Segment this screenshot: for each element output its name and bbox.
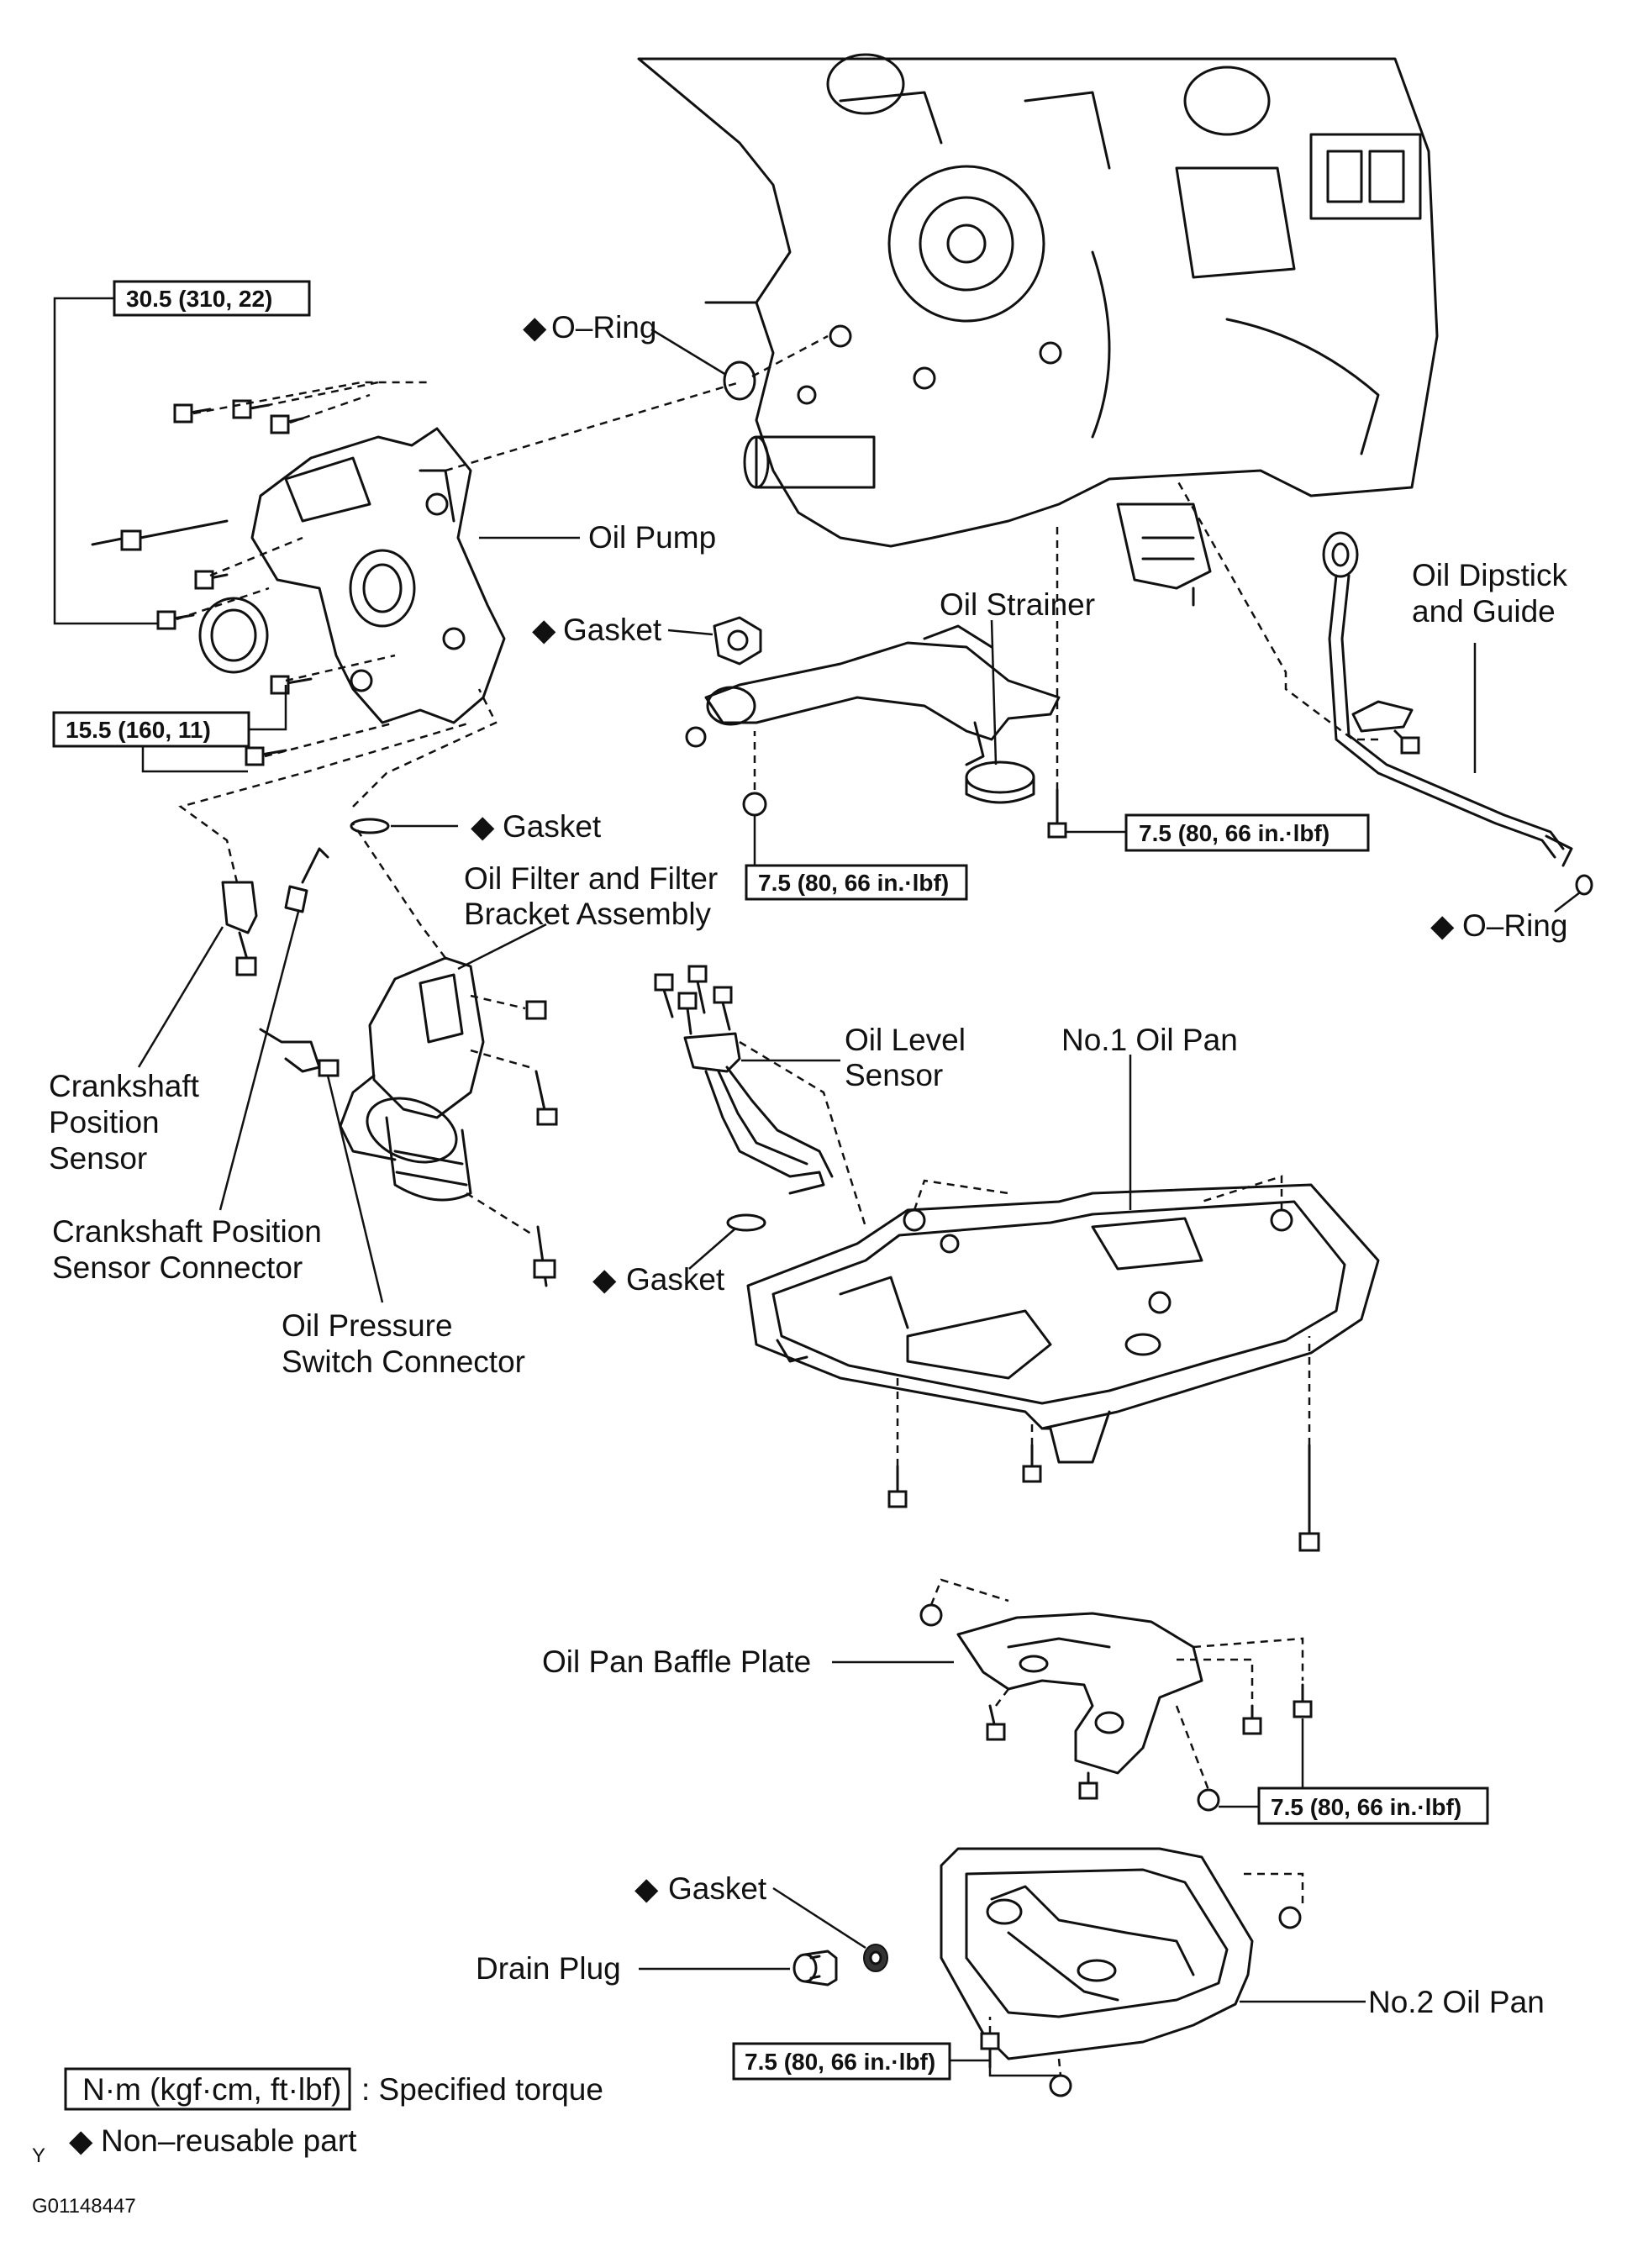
gasket-level-sensor-part xyxy=(726,1213,766,1232)
legend-torque-box xyxy=(64,2067,351,2111)
torque-dipstick: 7.5 (80, 66 in.·lbf) xyxy=(1139,820,1330,846)
oil-pressure-label-1: Oil Pressure xyxy=(282,1308,453,1343)
crankshaft-connector-label-1: Crankshaft Position xyxy=(52,1214,322,1249)
no1-pan-nut xyxy=(903,1208,926,1232)
legend-torque-desc: : Specified torque xyxy=(361,2072,603,2107)
baffle-bolt xyxy=(986,1723,1006,1741)
nonreusable-mark: ◆ xyxy=(592,1262,617,1297)
legend-nonreusable-mark: ◆ xyxy=(69,2123,93,2158)
no2-pan-bolt xyxy=(980,2032,1000,2050)
strainer-nut xyxy=(685,726,707,748)
oil-pressure-label-2: Switch Connector xyxy=(282,1344,525,1379)
oil-dipstick-part xyxy=(1322,531,1573,867)
o-ring-top-part xyxy=(723,360,756,401)
gasket-strainer-part xyxy=(713,616,762,666)
nonreusable-mark: ◆ xyxy=(532,613,556,647)
oil-level-sensor-label-2: Sensor xyxy=(845,1058,943,1092)
gasket-filter-part xyxy=(350,818,390,834)
oil-pump-label: Oil Pump xyxy=(588,520,716,555)
no1-oil-pan-part xyxy=(746,1183,1380,1464)
crankshaft-sensor-part xyxy=(221,881,258,976)
crankshaft-sensor-label-1: Crankshaft xyxy=(49,1069,200,1103)
oil-dipstick-label-2: and Guide xyxy=(1412,594,1556,629)
nonreusable-mark: ◆ xyxy=(1430,908,1455,943)
torque-strainer: 7.5 (80, 66 in.·lbf) xyxy=(758,870,949,896)
no1-pan-bolt xyxy=(887,1490,908,1508)
bracket-stud xyxy=(533,1259,556,1279)
torque-box-dipstick xyxy=(1124,813,1370,852)
no2-pan-nut xyxy=(1049,2074,1072,2097)
torque-no2-pan: 7.5 (80, 66 in.·lbf) xyxy=(745,2049,935,2075)
crankshaft-connector-part xyxy=(284,847,329,913)
footer-mark: Y xyxy=(32,2144,45,2167)
baffle-bolt xyxy=(1078,1781,1098,1800)
gasket-filter-label: Gasket xyxy=(503,809,602,844)
torque-box-pump-lower xyxy=(52,711,250,748)
torque-box-baffle xyxy=(1257,1787,1489,1825)
legend-nonreusable: Non–reusable part xyxy=(101,2123,357,2158)
oil-pump-seal xyxy=(198,597,269,674)
oil-pump-bolts xyxy=(91,399,313,766)
oil-filter-bracket-label-1: Oil Filter and Filter xyxy=(464,861,718,896)
torque-pump-upper: 30.5 (310, 22) xyxy=(126,286,272,312)
no2-oil-pan-label: No.2 Oil Pan xyxy=(1368,1985,1545,2019)
strainer-nut-lower xyxy=(742,792,767,817)
drain-plug-label: Drain Plug xyxy=(476,1951,621,1986)
o-ring-top-label: O–Ring xyxy=(551,310,656,345)
baffle-nut xyxy=(1197,1788,1220,1812)
oil-level-sensor-label-1: Oil Level xyxy=(845,1023,966,1057)
engine-block xyxy=(637,53,1439,607)
crankshaft-sensor-label-2: Position xyxy=(49,1105,160,1139)
oil-strainer-part xyxy=(704,624,1061,804)
oil-pressure-connector-part xyxy=(259,1028,321,1073)
no1-pan-long-bolt xyxy=(1298,1532,1320,1552)
nonreusable-mark-gray: ◆ xyxy=(634,1871,659,1906)
oil-pump-part xyxy=(250,427,506,724)
gasket-drain-label: Gasket xyxy=(668,1871,767,1906)
torque-baffle: 7.5 (80, 66 in.·lbf) xyxy=(1271,1794,1461,1820)
bracket-bolt xyxy=(536,1108,558,1126)
oil-pan-baffle-plate-part xyxy=(956,1612,1203,1775)
oil-filter-bracket-label-2: Bracket Assembly xyxy=(464,897,712,931)
nonreusable-mark: ◆ xyxy=(471,809,495,844)
torque-box-no2-pan xyxy=(732,2042,951,2081)
oil-strainer-label: Oil Strainer xyxy=(940,587,1095,622)
crankshaft-connector-label-2: Sensor Connector xyxy=(52,1250,303,1285)
oil-pump-seal-inner xyxy=(210,608,257,662)
oil-dipstick-label-1: Oil Dipstick xyxy=(1412,558,1568,592)
strainer-bolt xyxy=(1047,822,1067,839)
oil-filter-bracket-part xyxy=(339,956,485,1202)
legend-torque-unit: N·m (kgf·cm, ft·lbf) xyxy=(82,2072,341,2107)
nonreusable-mark: ◆ xyxy=(523,310,547,345)
torque-box-strainer xyxy=(745,864,968,901)
no1-pan-nut xyxy=(1270,1208,1293,1232)
crankshaft-sensor-label-3: Sensor xyxy=(49,1141,147,1176)
no1-pan-bolt xyxy=(1022,1465,1042,1483)
no2-oil-pan-part xyxy=(940,1847,1254,2060)
oil-level-sensor-bolts xyxy=(654,965,733,1035)
no1-oil-pan-label: No.1 Oil Pan xyxy=(1061,1023,1238,1057)
bracket-nut xyxy=(525,1000,547,1020)
baffle-nut xyxy=(919,1603,943,1627)
torque-pump-lower: 15.5 (160, 11) xyxy=(66,717,211,743)
oil-level-sensor-part xyxy=(683,1032,834,1195)
baffle-bolt xyxy=(1242,1717,1262,1735)
no2-pan-nut xyxy=(1278,1906,1302,1929)
figure-code: G01148447 xyxy=(32,2195,136,2218)
drain-plug-part xyxy=(792,1950,838,1986)
o-ring-dipstick-label: O–Ring xyxy=(1462,908,1567,943)
gasket-strainer-label: Gasket xyxy=(563,613,662,647)
baffle-bolt xyxy=(1293,1700,1313,1718)
gasket-level-sensor-label: Gasket xyxy=(626,1262,725,1297)
baffle-plate-label: Oil Pan Baffle Plate xyxy=(542,1644,811,1679)
o-ring-dipstick-part xyxy=(1575,874,1593,896)
